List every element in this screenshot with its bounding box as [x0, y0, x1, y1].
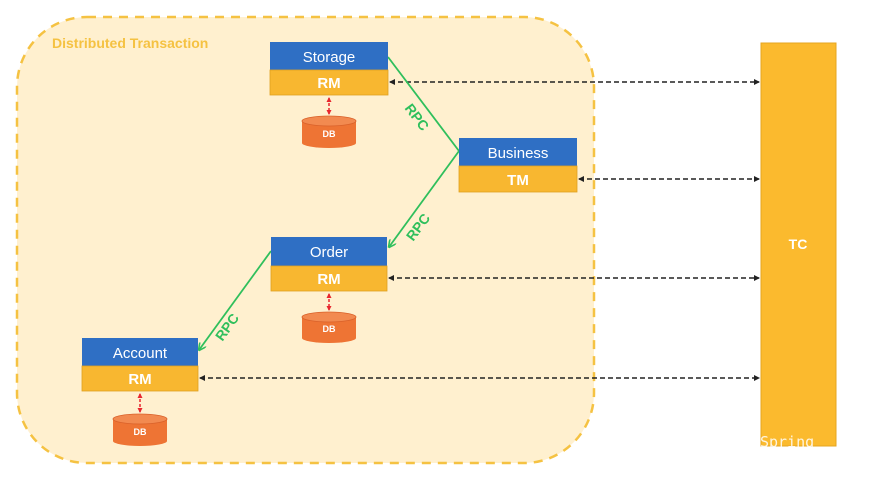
account-role-box [81, 365, 199, 392]
tc-links [199, 79, 760, 381]
watermark: Spring [760, 433, 814, 451]
business-role-box [458, 165, 578, 193]
account-db-icon: DB [112, 413, 168, 446]
rpc-link-storage-business [387, 56, 460, 152]
business-role: TM [507, 172, 529, 189]
group-title: Distributed Transaction [52, 35, 208, 51]
order-name: Order [310, 244, 348, 261]
order-db-label: DB [323, 324, 336, 334]
storage-db-icon: DB [301, 115, 357, 148]
business-name: Business [488, 145, 549, 162]
tc-node [760, 42, 837, 447]
rpc-link-business-order [389, 150, 460, 247]
order-db-icon: DB [301, 311, 357, 343]
node-storage: Storage RM DB [269, 42, 389, 148]
order-role-box [270, 265, 388, 292]
storage-role: RM [317, 75, 340, 92]
account-db-label: DB [134, 427, 147, 437]
storage-role-box [269, 69, 389, 96]
account-name: Account [113, 345, 168, 362]
account-name-box [82, 338, 198, 366]
account-role: RM [128, 371, 151, 388]
node-order: Order RM DB [270, 237, 388, 343]
order-name-box [271, 237, 387, 266]
node-account: Account RM DB [81, 338, 199, 446]
storage-name-box [270, 42, 388, 70]
node-business: Business TM [458, 138, 578, 193]
rpc-link-order-account [199, 250, 272, 350]
storage-name: Storage [303, 49, 356, 66]
business-name-box [459, 138, 577, 166]
storage-db-label: DB [323, 129, 336, 139]
order-role: RM [317, 271, 340, 288]
tc-label: TC [789, 236, 808, 252]
